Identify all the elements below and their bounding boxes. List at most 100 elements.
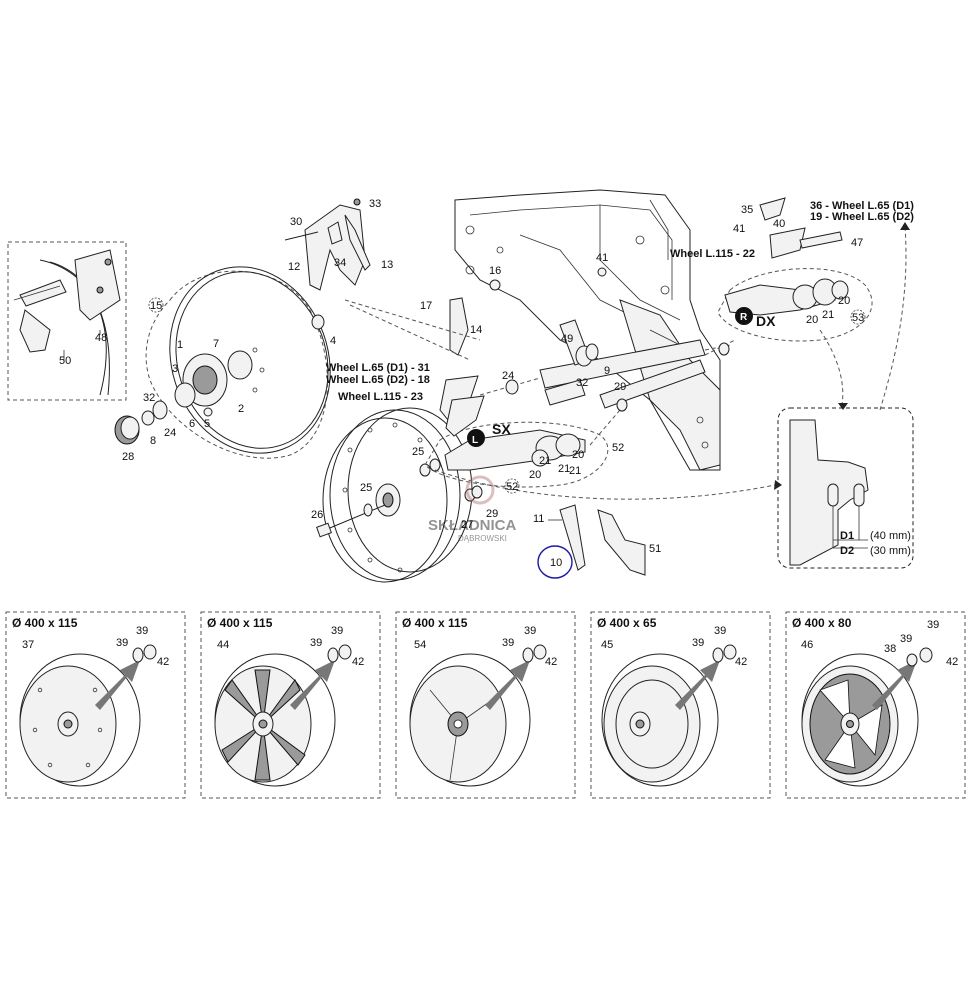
label-d1: D1 <box>840 530 854 542</box>
label-wheel-l115-23: Wheel L.115 - 23 <box>338 391 423 403</box>
wheel-option-callout-c: 42 <box>352 656 364 668</box>
callout-21d: 21 <box>822 309 834 321</box>
gauge-wheel <box>316 407 483 583</box>
callout-21a: 21 <box>539 455 551 467</box>
wheel-option-size: Ø 400 x 115 <box>207 616 273 630</box>
wheel-option-3: Ø 400 x 115 54 39 39 42 <box>395 611 576 799</box>
wheel-option-callout-a: 39 <box>310 637 322 649</box>
wheel-options: Ø 400 x 115 37 39 39 42 Ø 400 x 115 44 3… <box>5 611 966 799</box>
callout-16: 16 <box>489 265 501 277</box>
wheel-option-part: 44 <box>217 639 229 651</box>
label-wheel-l65-d1-31: Wheel L.65 (D1) - 31 <box>326 362 430 374</box>
callout-14: 14 <box>470 324 482 336</box>
wheel-option-callout-c: 42 <box>157 656 169 668</box>
wheel-option-callout-a: 38 <box>884 643 896 655</box>
wheel-option-callout-b: 39 <box>136 625 148 637</box>
callout-2: 2 <box>238 403 244 415</box>
scraper-bracket <box>284 198 481 361</box>
callout-30: 30 <box>290 216 302 228</box>
scraper-blades <box>537 504 646 579</box>
callout-52b: 52 <box>506 481 518 493</box>
callout-41: 41 <box>733 223 745 235</box>
side-left-letter: L <box>472 435 478 446</box>
right-arm-assembly <box>704 197 907 411</box>
callout-21b: 21 <box>569 465 581 477</box>
callout-51: 51 <box>649 543 661 555</box>
callout-20c: 20 <box>806 314 818 326</box>
wheel-option-part: 54 <box>414 639 426 651</box>
label-d2: D2 <box>840 545 854 557</box>
callout-17: 17 <box>420 300 432 312</box>
wheel-option-size: Ø 400 x 65 <box>597 616 657 630</box>
label-wheel-l115-22: Wheel L.115 - 22 <box>670 248 755 260</box>
label-d2-size: (30 mm) <box>870 545 911 557</box>
callout-53: 53 <box>852 312 864 324</box>
callout-35: 35 <box>741 204 753 216</box>
callout-25b: 25 <box>360 482 372 494</box>
label-36-wheel-l65-d1: 36 - Wheel L.65 (D1) <box>810 200 914 212</box>
side-left-code: SX <box>492 421 511 437</box>
side-right-code: DX <box>756 313 776 329</box>
callout-52: 52 <box>612 442 624 454</box>
callout-9: 9 <box>604 365 610 377</box>
wheel-option-callout-c: 42 <box>735 656 747 668</box>
wheel-option-1: Ø 400 x 115 37 39 39 42 <box>5 611 186 799</box>
callout-28: 28 <box>122 451 134 463</box>
wheel-option-4: Ø 400 x 65 45 39 39 42 <box>590 611 771 799</box>
watermark: SKŁADNICA DĄBROWSKI <box>428 475 516 543</box>
callout-6: 6 <box>189 418 195 430</box>
callout-40: 40 <box>773 218 785 230</box>
wheel-option-size: Ø 400 x 115 <box>12 616 78 630</box>
wheel-option-part: 37 <box>22 639 34 651</box>
callout-7: 7 <box>213 338 219 350</box>
callout-49: 49 <box>561 333 573 345</box>
callout-47: 47 <box>851 237 863 249</box>
callout-50: 50 <box>59 355 71 367</box>
callout-13: 13 <box>381 259 393 271</box>
callout-20a: 20 <box>572 449 584 461</box>
watermark-subtext: DĄBROWSKI <box>458 534 507 543</box>
callout-20d: 20 <box>838 295 850 307</box>
callout-25: 25 <box>412 446 424 458</box>
label-wheel-l65-d2-18: Wheel L.65 (D2) - 18 <box>326 374 430 386</box>
wheel-option-part: 45 <box>601 639 613 651</box>
wheel-option-callout-b: 39 <box>714 625 726 637</box>
inset-scraper-detail <box>7 241 127 401</box>
callout-8: 8 <box>150 435 156 447</box>
watermark-text: SKŁADNICA <box>428 517 516 534</box>
wheel-option-2: Ø 400 x 115 44 39 39 42 <box>200 611 381 799</box>
callout-labels: 1 2 3 4 5 6 7 8 9 10 11 12 13 14 15 16 1… <box>59 198 866 569</box>
side-right-letter: R <box>740 312 748 323</box>
wheel-variant-labels: Wheel L.65 (D1) - 31 Wheel L.65 (D2) - 1… <box>326 200 914 557</box>
wheel-option-callout-b: 39 <box>900 633 912 645</box>
callout-24b: 24 <box>164 427 176 439</box>
callout-32: 32 <box>143 392 155 404</box>
wheel-option-callout-a: 39 <box>116 637 128 649</box>
wheel-option-callout-c: 42 <box>545 656 557 668</box>
label-d1-size: (40 mm) <box>870 530 911 542</box>
callout-24: 24 <box>502 370 514 382</box>
callout-3: 3 <box>172 363 178 375</box>
callout-41b: 41 <box>596 252 608 264</box>
callout-26: 26 <box>311 509 323 521</box>
callout-29: 29 <box>614 381 626 393</box>
wheel-option-callout-d: 42 <box>946 656 958 668</box>
wheel-option-callout-a: 39 <box>692 637 704 649</box>
callout-32b: 32 <box>576 377 588 389</box>
callout-4: 4 <box>330 335 336 347</box>
callout-27: 27 <box>461 519 473 531</box>
callout-11: 11 <box>533 513 544 525</box>
left-arm-assembly <box>424 343 628 488</box>
wheel-option-part: 46 <box>801 639 813 651</box>
callout-48: 48 <box>95 332 107 344</box>
callout-5: 5 <box>204 418 210 430</box>
wheel-option-5: Ø 400 x 80 46 38 39 39 42 <box>785 611 966 799</box>
callout-15: 15 <box>150 300 162 312</box>
wheel-option-size: Ø 400 x 115 <box>402 616 468 630</box>
callout-21c: 21 <box>558 463 570 475</box>
label-19-wheel-l65-d2: 19 - Wheel L.65 (D2) <box>810 211 914 223</box>
callout-33: 33 <box>369 198 381 210</box>
callout-1: 1 <box>177 339 183 351</box>
